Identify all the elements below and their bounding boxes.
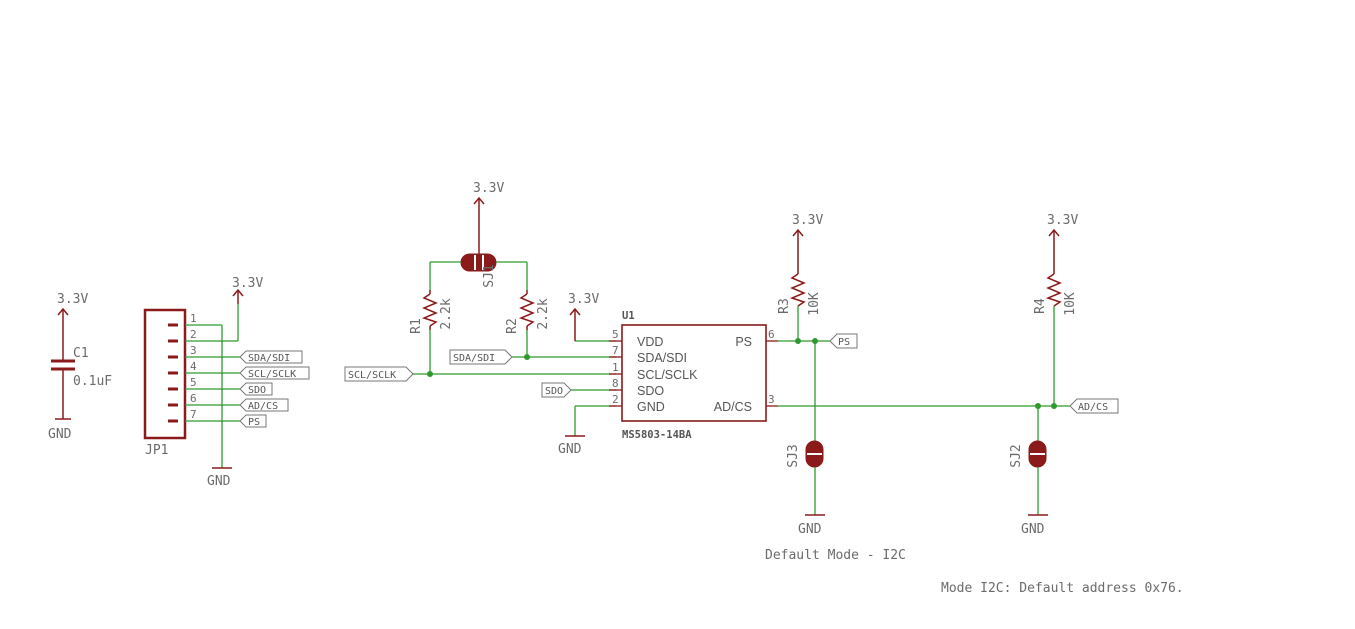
- power-symbol-sj1: 3.3V: [473, 181, 504, 256]
- resistor-r3: [789, 273, 806, 307]
- capacitor-ref: C1: [73, 346, 89, 361]
- ic-pin-name: SCL/SCLK: [637, 368, 698, 382]
- ic-pin-number: 3: [768, 393, 775, 406]
- net-label-sdo: SDO: [248, 385, 266, 396]
- ic-pin-name: VDD: [637, 335, 663, 349]
- ic-pin-number: 7: [612, 344, 619, 357]
- net-label-sda-ic: SDA/SDI: [453, 353, 495, 364]
- resistor-r2: [518, 290, 535, 330]
- power-label-r4: 3.3V: [1047, 213, 1078, 228]
- ic-left-net-labels: SCL/SCLK SDA/SDI SDO 3.3V GND: [344, 292, 616, 457]
- power-label-r3: 3.3V: [792, 213, 823, 228]
- ic-part-name: MS5803-14BA: [622, 429, 692, 441]
- power-label-sj1: 3.3V: [473, 181, 504, 196]
- net-label-sda: SDA/SDI: [248, 353, 290, 364]
- connector-pin-numbers: 1 2 3 4 5 6 7: [190, 312, 197, 421]
- pin-number: 5: [190, 376, 197, 389]
- net-label-ps: PS: [248, 417, 260, 428]
- ic-pin-number: 5: [612, 328, 619, 341]
- r1-ref: R1: [409, 318, 424, 334]
- pin-number: 7: [190, 408, 197, 421]
- note-default-address: Mode I2C: Default address 0x76.: [941, 581, 1184, 596]
- pin-number: 2: [190, 328, 197, 341]
- gnd-label-sj3: GND: [798, 522, 822, 537]
- r4-ref: R4: [1033, 298, 1048, 314]
- gnd-label-jp1: GND: [207, 474, 231, 489]
- pin-number: 3: [190, 344, 197, 357]
- ic-pin-number: 2: [612, 393, 619, 406]
- ic-pin-number: 6: [768, 328, 775, 341]
- resistor-r4: [1045, 273, 1062, 307]
- ic-pin-number: 8: [612, 377, 619, 390]
- gnd-label-c1: GND: [48, 427, 72, 442]
- ic-pin-name: AD/CS: [714, 400, 752, 414]
- r2-ref: R2: [505, 318, 520, 334]
- net-label-scl: SCL/SCLK: [248, 369, 296, 380]
- r1-value: 2.2k: [439, 298, 454, 329]
- ic-u1: U1 MS5803-14BA 5 7 1 8 2 VDD SDA/SDI SCL…: [609, 310, 778, 441]
- gnd-label-sj2: GND: [1021, 522, 1045, 537]
- net-label-ps-ic: PS: [838, 337, 850, 348]
- r3-value: 10K: [807, 292, 822, 316]
- connector-net-labels: SDA/SDI SCL/SCLK SDO AD/CS PS: [239, 350, 310, 428]
- power-symbol-jp1: 3.3V: [232, 276, 263, 304]
- connector-jp1: 1 2 3 4 5 6 7 SDA/SDI SCL/SCLK SDO AD/CS…: [143, 276, 310, 489]
- net-label-scl-ic: SCL/SCLK: [348, 370, 396, 381]
- ic-pin-name: SDO: [637, 384, 664, 398]
- pin-number: 6: [190, 392, 197, 405]
- ic-pin-name: GND: [637, 400, 665, 414]
- pin-number: 4: [190, 360, 197, 373]
- sj3-ref: SJ3: [786, 444, 801, 467]
- ic-pin-name: PS: [735, 335, 752, 349]
- power-label-c1: 3.3V: [57, 292, 88, 307]
- ic-left-pins: 5 7 1 8 2 VDD SDA/SDI SCL/SCLK SDO GND: [609, 328, 698, 414]
- ic-pin-number: 1: [612, 361, 619, 374]
- pin-number: 1: [190, 312, 197, 325]
- connector-wires: [185, 304, 240, 468]
- r3-ref: R3: [777, 298, 792, 314]
- power-symbol-c1: 3.3V: [57, 292, 88, 325]
- r4-value: 10K: [1063, 292, 1078, 316]
- power-label-jp1: 3.3V: [232, 276, 263, 291]
- sj1-ref: SJ1: [482, 264, 497, 287]
- net-label-adcs: AD/CS: [248, 401, 278, 412]
- connector-pins: [168, 323, 178, 423]
- net-label-adcs-ic: AD/CS: [1078, 402, 1108, 413]
- solder-jumper-sj3: [805, 440, 824, 468]
- ic-right-pins: 6 3 PS AD/CS: [714, 328, 778, 414]
- resistor-r1: [421, 290, 438, 330]
- capacitor-c1-block: 3.3V C1 0.1uF GND: [48, 292, 112, 442]
- sj2-ref: SJ2: [1009, 444, 1024, 467]
- ic-pin-name: SDA/SDI: [637, 351, 687, 365]
- ps-net-block: PS 3.3V R3 10K GND SJ3: [777, 213, 858, 537]
- power-label-ic: 3.3V: [568, 292, 599, 307]
- solder-jumper-sj2: [1028, 440, 1047, 468]
- note-default-mode: Default Mode - I2C: [765, 548, 906, 563]
- r2-value: 2.2k: [536, 298, 551, 329]
- gnd-label-ic: GND: [558, 442, 582, 457]
- adcs-net-block: AD/CS 3.3V R4 10K GND SJ2: [778, 213, 1119, 537]
- connector-ref: JP1: [145, 443, 168, 458]
- pullup-block: 3.3V SJ1 R1 2.2k R2 2.2k: [409, 181, 551, 374]
- capacitor-value: 0.1uF: [73, 374, 112, 389]
- net-label-sdo-ic: SDO: [545, 386, 563, 397]
- ic-ref: U1: [622, 310, 635, 322]
